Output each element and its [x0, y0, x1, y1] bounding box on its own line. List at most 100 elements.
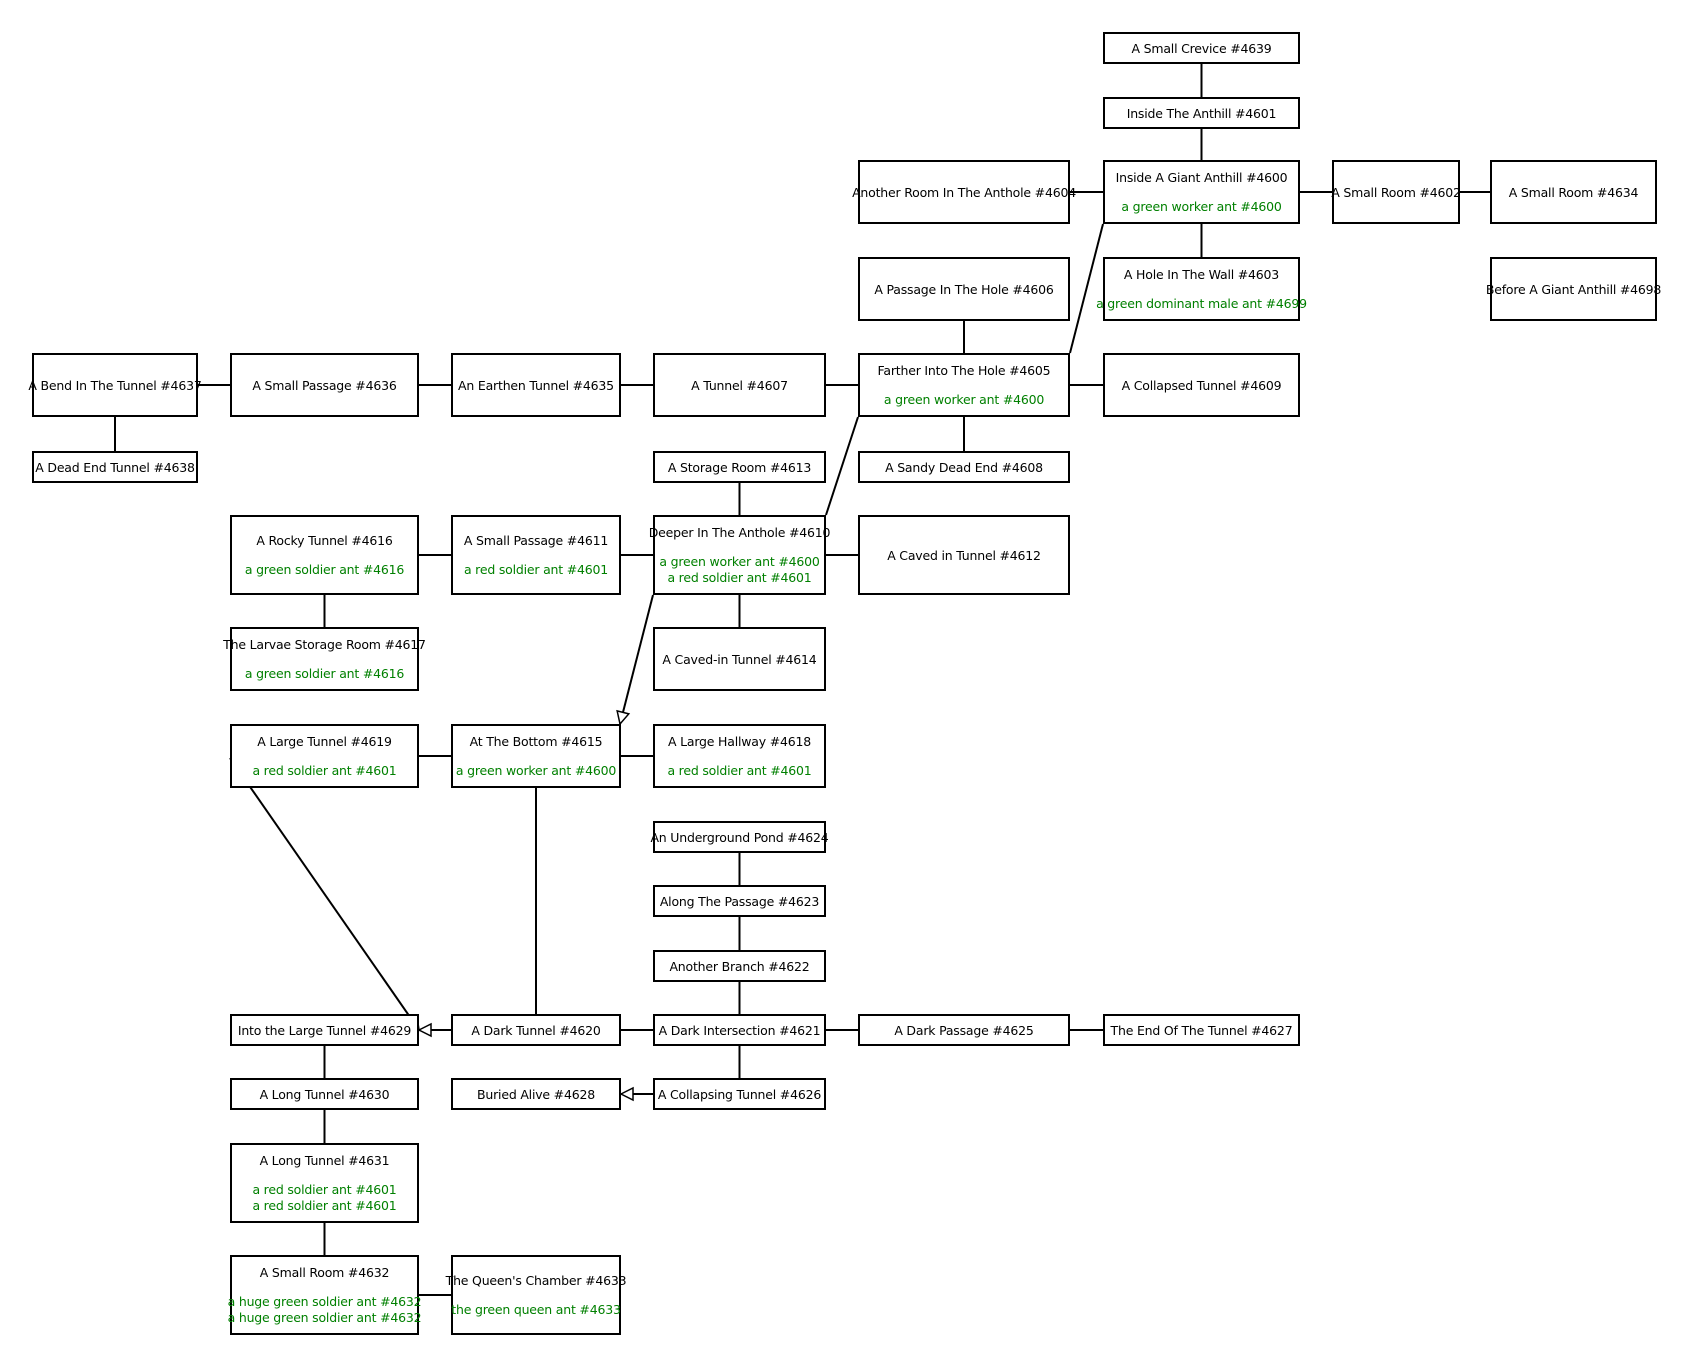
room-box-4633: The Queen's Chamber #4633 the green queen… [446, 1255, 627, 1335]
room-title: At The Bottom #4615 [469, 733, 603, 749]
room-box-4625: A Dark Passage #4625 [858, 1014, 1070, 1046]
room-box-4635: An Earthen Tunnel #4635 [451, 353, 621, 417]
room-mob-list: a green worker ant #4600 [1121, 199, 1281, 215]
room-box-4623: Along The Passage #4623 [653, 885, 826, 917]
room-mob-list: a green soldier ant #4616 [245, 666, 404, 682]
mob-label: a green worker ant #4600 [659, 553, 820, 569]
room-title: Before A Giant Anthill #4698 [1485, 281, 1662, 297]
room-box-4628: Buried Alive #4628 [451, 1078, 621, 1110]
room-title: A Long Tunnel #4630 [259, 1086, 390, 1102]
room-title: A Dark Passage #4625 [894, 1022, 1034, 1038]
room-title: The Queen's Chamber #4633 [445, 1272, 627, 1288]
room-mob-list: the green queen ant #4633 [451, 1301, 621, 1318]
room-box-4698: Before A Giant Anthill #4698 [1486, 257, 1661, 321]
room-box-4613: A Storage Room #4613 [653, 451, 826, 483]
room-box-4600: Inside A Giant Anthill #4600 a green work… [1103, 160, 1300, 224]
mob-label: the green queen ant #4633 [451, 1301, 621, 1317]
room-title: The End Of The Tunnel #4627 [1110, 1022, 1293, 1038]
room-title: A Storage Room #4613 [667, 459, 812, 475]
room-title: A Rocky Tunnel #4616 [256, 532, 393, 548]
room-box-4616: A Rocky Tunnel #4616 a green soldier ant … [230, 515, 419, 595]
room-box-4601: Inside The Anthill #4601 [1103, 97, 1300, 129]
mob-label: a green worker ant #4600 [455, 762, 617, 778]
room-title: A Small Crevice #4639 [1131, 40, 1272, 56]
room-box-4624: An Underground Pond #4624 [650, 821, 829, 853]
room-mob-list: a red soldier ant #4601 [667, 763, 811, 779]
room-title: Deeper In The Anthole #4610 [648, 524, 831, 540]
room-title: A Passage In The Hole #4606 [874, 281, 1054, 297]
room-title: A Large Tunnel #4619 [257, 733, 392, 749]
room-box-4617: The Larvae Storage Room #4617 a green sol… [223, 627, 426, 691]
room-title: A Sandy Dead End #4608 [885, 459, 1043, 475]
mob-label: a red soldier ant #4601 [252, 1181, 397, 1197]
mob-label: a red soldier ant #4601 [667, 569, 812, 585]
room-mob-list: a green soldier ant #4616 [245, 562, 404, 578]
mob-label: a green dominant male ant #4699 [1096, 295, 1307, 311]
room-title: Inside The Anthill #4601 [1126, 105, 1277, 121]
room-box-4629: Into the Large Tunnel #4629 [230, 1014, 419, 1046]
mob-label: a green soldier ant #4616 [244, 561, 405, 577]
room-title: Another Room In The Anthole #4604 [852, 184, 1076, 200]
room-box-4608: A Sandy Dead End #4608 [858, 451, 1070, 483]
room-title: A Hole In The Wall #4603 [1123, 266, 1280, 282]
room-title: A Caved in Tunnel #4612 [887, 547, 1041, 563]
room-mob-list: a green worker ant #4600 [456, 763, 616, 779]
room-title: Buried Alive #4628 [477, 1086, 595, 1102]
room-box-4636: A Small Passage #4636 [230, 353, 419, 417]
diagonal-connector [1069, 223, 1104, 354]
diagonal-connector [825, 416, 859, 516]
room-title: A Small Room #4632 [259, 1264, 390, 1280]
room-box-4632: A Small Room #4632 a huge green soldier a… [227, 1255, 422, 1335]
mob-label: a red soldier ant #4601 [463, 561, 609, 577]
room-box-4626: A Collapsing Tunnel #4626 [653, 1078, 826, 1110]
room-box-4606: A Passage In The Hole #4606 [858, 257, 1070, 321]
room-box-4605: Farther Into The Hole #4605 a green worke… [858, 353, 1070, 417]
room-box-4603: A Hole In The Wall #4603 a green dominant… [1096, 257, 1307, 321]
room-mob-list: a green worker ant #4600 [884, 392, 1044, 408]
room-box-4614: A Caved-in Tunnel #4614 [653, 627, 826, 691]
room-title: Inside A Giant Anthill #4600 [1115, 169, 1288, 185]
room-title: Farther Into The Hole #4605 [877, 362, 1051, 378]
room-title: Another Branch #4622 [669, 958, 810, 974]
room-box-4622: Another Branch #4622 [653, 950, 826, 982]
room-mob-list: a red soldier ant #4601 [464, 562, 608, 578]
arrowhead [619, 1086, 634, 1102]
mob-label: a red soldier ant #4601 [667, 762, 812, 778]
room-mob-list: a red soldier ant #4601 [252, 763, 396, 779]
arrowhead [417, 1022, 432, 1038]
room-box-4612: A Caved in Tunnel #4612 [858, 515, 1070, 595]
mob-label: a huge green soldier ant #4632 [227, 1293, 422, 1309]
room-title: A Dark Intersection #4621 [658, 1022, 821, 1038]
room-box-4609: A Collapsed Tunnel #4609 [1103, 353, 1300, 417]
room-box-4619: A Large Tunnel #4619 a red soldier ant #4… [230, 724, 419, 788]
mob-label: a green soldier ant #4616 [244, 665, 405, 681]
room-title: A Collapsed Tunnel #4609 [1121, 377, 1282, 393]
room-title: The Larvae Storage Room #4617 [223, 636, 426, 652]
room-title: A Collapsing Tunnel #4626 [657, 1086, 822, 1102]
room-box-4630: A Long Tunnel #4630 [230, 1078, 419, 1110]
room-title: A Dead End Tunnel #4638 [35, 459, 195, 475]
one-way-exit-line [229, 757, 420, 1031]
room-title: A Caved-in Tunnel #4614 [662, 651, 817, 667]
mob-label: a huge green soldier ant #4632 [227, 1309, 422, 1325]
room-box-4618: A Large Hallway #4618 a red soldier ant #… [653, 724, 826, 788]
mob-label: a red soldier ant #4601 [252, 1197, 397, 1213]
room-title: A Large Hallway #4618 [667, 733, 811, 749]
room-box-4639: A Small Crevice #4639 [1103, 32, 1300, 64]
one-way-exit-line [619, 594, 654, 725]
arrowhead [616, 709, 631, 726]
mob-label: a green worker ant #4600 [883, 391, 1045, 407]
room-box-4631: A Long Tunnel #4631 a red soldier ant #46… [230, 1143, 419, 1223]
mob-label: a red soldier ant #4601 [252, 762, 397, 778]
room-mob-list: a green dominant male ant #4699 [1096, 296, 1307, 312]
room-box-4615: At The Bottom #4615 a green worker ant #4… [451, 724, 621, 788]
room-title: A Small Room #4602 [1331, 184, 1461, 200]
room-title: Along The Passage #4623 [659, 893, 820, 909]
room-title: An Underground Pond #4624 [650, 829, 829, 845]
room-box-4602: A Small Room #4602 [1331, 160, 1461, 224]
room-title: A Long Tunnel #4631 [259, 1152, 390, 1168]
room-box-4604: Another Room In The Anthole #4604 [852, 160, 1076, 224]
